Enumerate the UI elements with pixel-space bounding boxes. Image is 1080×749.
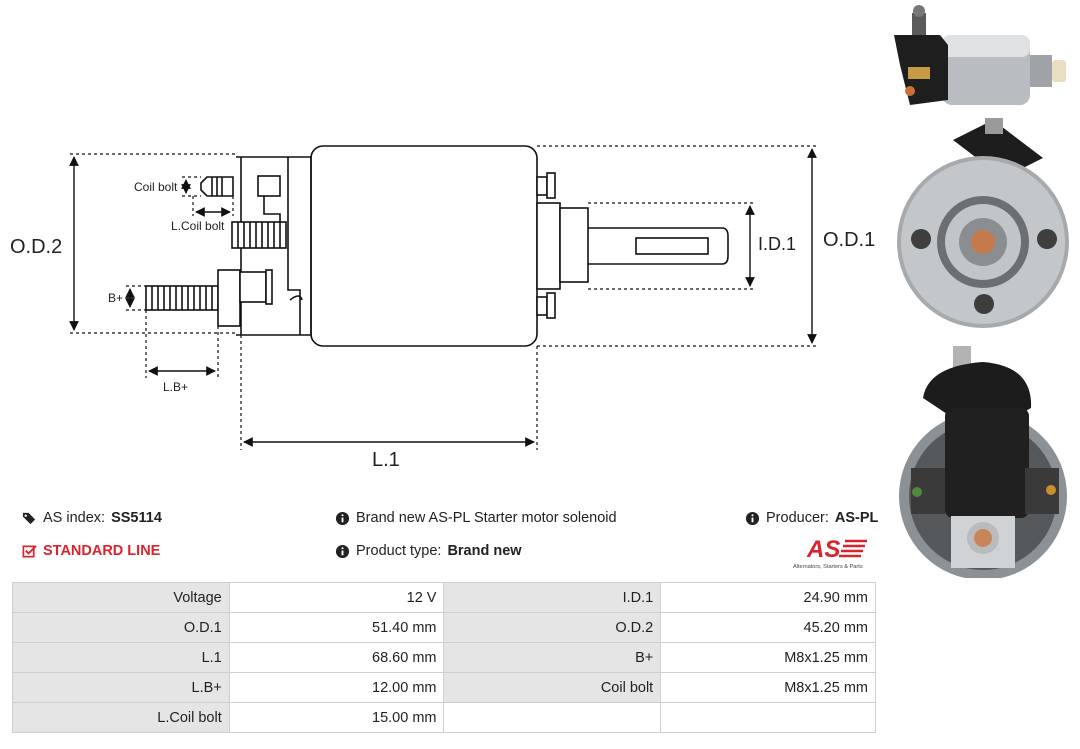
info-circle-icon — [745, 511, 760, 525]
info-circle-icon — [335, 544, 350, 558]
solenoid-dimension-diagram: Coil bolt L.Coil bolt B+ L.B+ O.D.2 O.D.… — [10, 145, 875, 471]
spec-value: M8x1.25 mm — [660, 672, 876, 703]
tags-icon — [22, 512, 36, 524]
spec-label: O.D.2 — [443, 612, 662, 643]
info-circle-icon — [335, 511, 350, 525]
table-row: L.B+ 12.00 mm Coil bolt M8x1.25 mm — [12, 672, 876, 703]
label-l1: L.1 — [372, 449, 400, 471]
as-pl-logo: AS Alternators, Starters & Parts — [793, 536, 867, 570]
as-index-label: AS index: — [43, 510, 106, 526]
label-id1: I.D.1 — [758, 234, 796, 254]
spec-label: Coil bolt — [443, 672, 662, 703]
label-l-coil-bolt: L.Coil bolt — [171, 219, 225, 233]
producer-value: AS-PL — [834, 510, 879, 526]
solenoid-front-photo — [897, 118, 1069, 328]
spec-label: O.D.1 — [12, 612, 230, 643]
spec-value: 15.00 mm — [228, 702, 445, 733]
spec-label: L.1 — [12, 642, 230, 673]
label-b-plus: B+ — [108, 291, 123, 305]
spec-value — [660, 702, 876, 733]
label-l-b-plus: L.B+ — [163, 380, 188, 394]
solenoid-side-photo — [894, 5, 1066, 105]
spec-label: L.Coil bolt — [12, 702, 230, 733]
label-od2: O.D.2 — [10, 236, 62, 258]
spec-label — [443, 702, 662, 733]
table-row: L.Coil bolt 15.00 mm — [12, 702, 876, 733]
product-type-label: Product type: — [356, 543, 442, 559]
spec-label: B+ — [443, 642, 662, 673]
logo-text: AS — [806, 536, 840, 563]
standard-line-label: STANDARD LINE — [43, 543, 161, 559]
check-square-icon — [22, 544, 37, 557]
table-row: Voltage 12 V I.D.1 24.90 mm — [12, 582, 876, 613]
logo-tagline: Alternators, Starters & Parts — [793, 564, 863, 570]
spec-value: 24.90 mm — [660, 582, 876, 613]
producer-info: Producer: AS-PL — [745, 510, 878, 526]
spec-label: I.D.1 — [443, 582, 662, 613]
label-coil-bolt: Coil bolt — [134, 180, 178, 194]
producer-label: Producer: — [766, 510, 829, 526]
description-text: Brand new AS-PL Starter motor solenoid — [356, 510, 617, 526]
solenoid-rear-photo — [899, 346, 1067, 578]
product-type-value: Brand new — [447, 543, 522, 559]
specifications-table: Voltage 12 V I.D.1 24.90 mm O.D.1 51.40 … — [12, 582, 876, 733]
product-type-info: Product type: Brand new — [335, 543, 522, 559]
as-index-info: AS index: SS5114 — [22, 510, 162, 526]
spec-value: 12.00 mm — [228, 672, 445, 703]
description-info: Brand new AS-PL Starter motor solenoid — [335, 510, 617, 526]
spec-value: 45.20 mm — [660, 612, 876, 643]
spec-value: 68.60 mm — [228, 642, 445, 673]
table-row: L.1 68.60 mm B+ M8x1.25 mm — [12, 642, 876, 673]
spec-label: L.B+ — [12, 672, 230, 703]
spec-label: Voltage — [12, 582, 230, 613]
as-index-value: SS5114 — [111, 510, 162, 526]
table-row: O.D.1 51.40 mm O.D.2 45.20 mm — [12, 612, 876, 643]
spec-value: M8x1.25 mm — [660, 642, 876, 673]
spec-value: 12 V — [228, 582, 445, 613]
label-od1: O.D.1 — [823, 229, 875, 251]
spec-value: 51.40 mm — [228, 612, 445, 643]
standard-line-badge: STANDARD LINE — [22, 543, 160, 559]
